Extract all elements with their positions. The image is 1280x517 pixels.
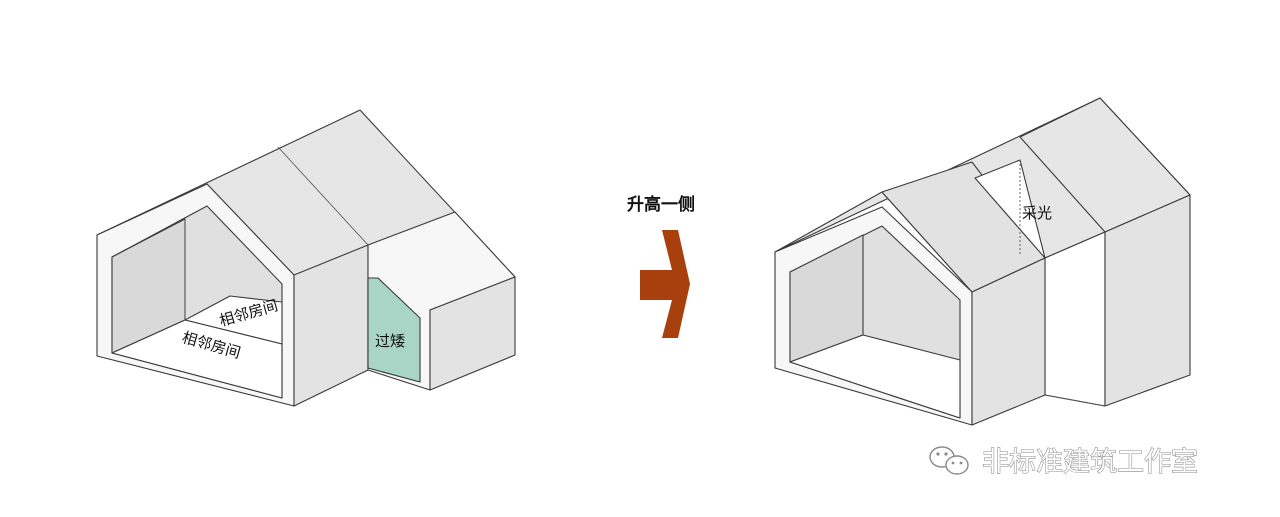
- wechat-icon: [929, 446, 969, 475]
- left-house-model: [96, 109, 516, 407]
- label-too-low: 过矮: [375, 332, 405, 350]
- transform-arrow-icon: [640, 230, 690, 338]
- label-daylight: 采光: [1022, 204, 1052, 222]
- watermark-text: 非标准建筑工作室: [982, 447, 1198, 478]
- transform-label: 升高一侧: [627, 194, 695, 215]
- right-house-model: [774, 97, 1191, 426]
